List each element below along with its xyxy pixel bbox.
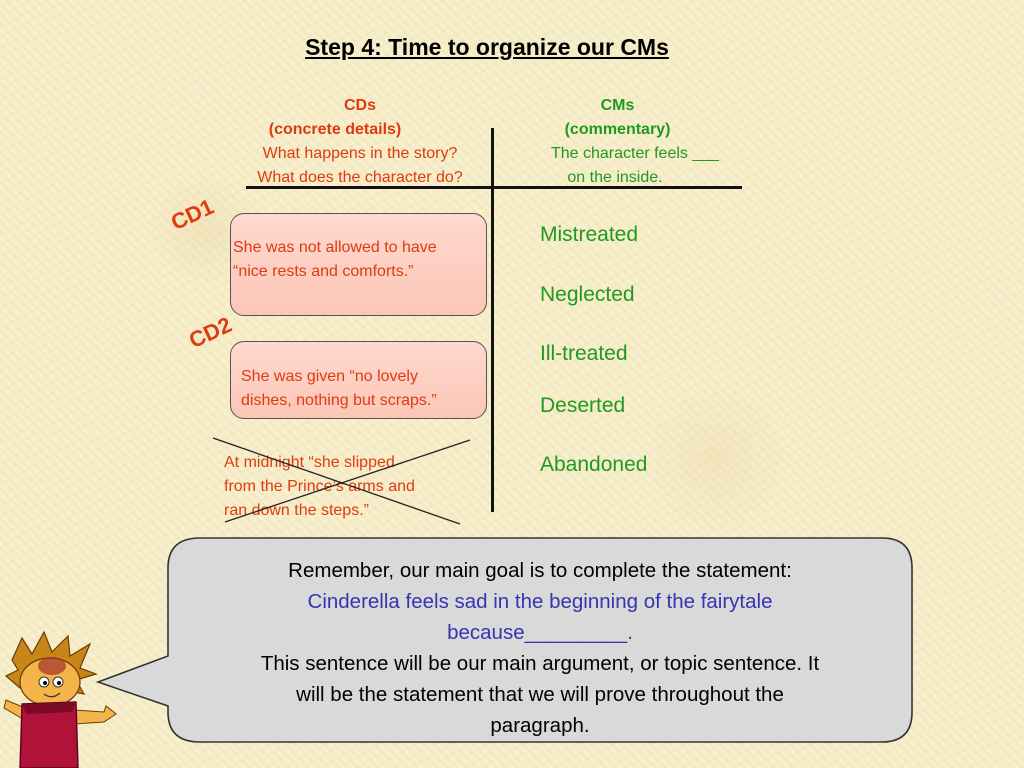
cm-item-mistreated: Mistreated (540, 223, 639, 246)
callout-line-3: will be the statement that we will prove… (296, 683, 784, 706)
cms-header-prompt-1: The character feels ___ (550, 145, 720, 162)
cd2-text-line1: She was given “no lovely (241, 368, 418, 385)
cm-item-ill-treated: Ill-treated (540, 342, 628, 365)
callout-statement-2: because_________. (447, 621, 633, 644)
cms-header-title: CMs (600, 97, 635, 114)
cd1-text: She was not allowed to have “nice rests … (233, 236, 437, 284)
callout-text: Remember, our main goal is to complete t… (168, 555, 912, 741)
crossed-detail-line2: from the Prince’s arms and (224, 478, 415, 495)
cms-header-prompt-2: on the inside. (567, 169, 663, 186)
cm-item-abandoned: Abandoned (540, 453, 648, 476)
cds-header: CDs (concrete details) What happens in t… (200, 94, 520, 190)
cms-header: CMs (commentary) The character feels ___… (520, 94, 730, 190)
page-title: Step 4: Time to organize our CMs (305, 34, 669, 60)
cds-header-title: CDs (343, 97, 376, 114)
cd2-text: She was given “no lovely dishes, nothing… (241, 365, 437, 413)
crossed-detail-line3: ran down the steps.” (224, 502, 369, 519)
callout-line-2: This sentence will be our main argument,… (260, 652, 820, 675)
cd2-text-line2: dishes, nothing but scraps.” (241, 392, 437, 409)
cm-item-neglected: Neglected (540, 283, 635, 306)
t-chart-horizontal-line (246, 186, 742, 189)
cd1-text-line2: “nice rests and comforts.” (233, 263, 414, 280)
crossed-detail-text: At midnight “she slipped from the Prince… (224, 451, 415, 523)
cds-header-subtitle: (concrete details) (268, 121, 402, 138)
cd1-text-line1: She was not allowed to have (233, 239, 437, 256)
cd1-box (230, 213, 487, 316)
cross-out-x-icon (212, 437, 471, 525)
callout-line-4: paragraph. (490, 714, 590, 737)
callout-line-1: Remember, our main goal is to complete t… (288, 559, 792, 582)
cds-header-question-2: What does the character do? (257, 169, 463, 186)
cds-header-question-1: What happens in the story? (262, 145, 458, 162)
callout-statement-1: Cinderella feels sad in the beginning of… (307, 590, 773, 613)
t-chart-vertical-line (491, 128, 494, 512)
cms-header-subtitle: (commentary) (564, 121, 671, 138)
cd2-box (230, 341, 487, 419)
crossed-detail-line1: At midnight “she slipped (224, 454, 395, 471)
cartoon-character-icon (3, 630, 117, 768)
cm-item-deserted: Deserted (540, 394, 626, 417)
